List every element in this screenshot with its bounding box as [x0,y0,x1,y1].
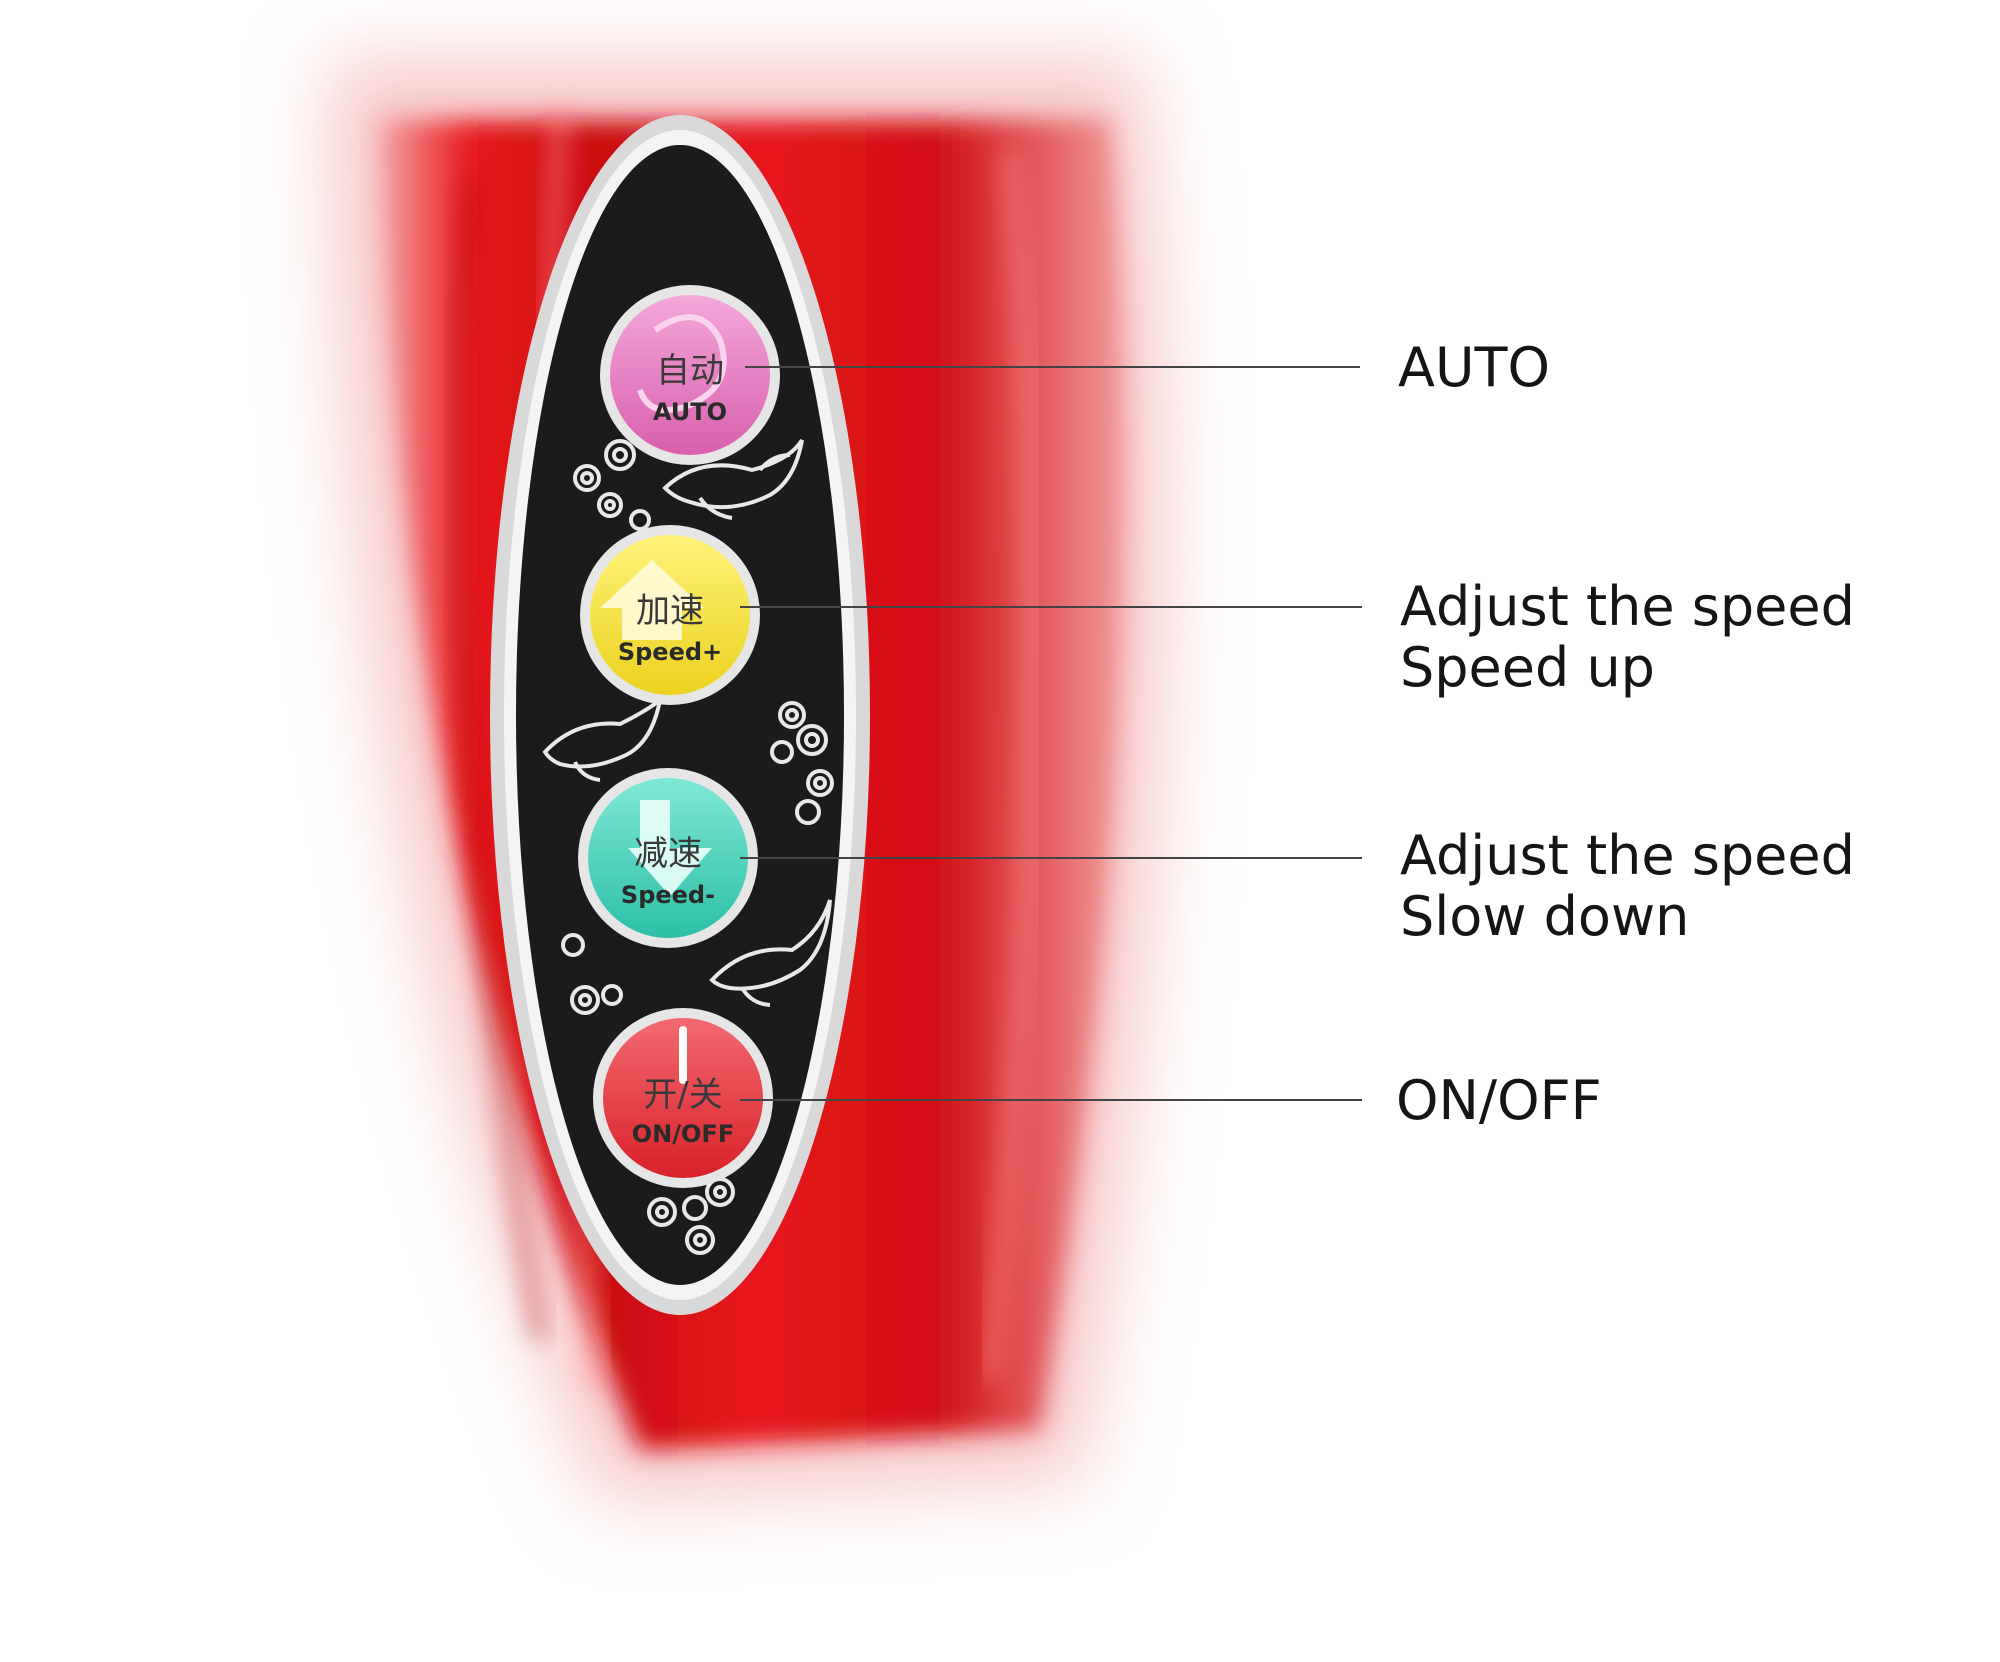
speed-up-cn-label: 加速 [636,591,704,631]
callout-slow-down-line2: Slow down [1400,885,1689,948]
slow-down-button[interactable]: 减速 Speed- [578,768,758,948]
dolphin-icon [662,438,804,520]
callout-auto: AUTO [1398,336,1550,399]
speed-up-en-label: Speed+ [618,638,722,666]
callout-speed-up-line1: Adjust the speed [1400,575,1855,638]
slow-down-cn-label: 减速 [634,834,702,874]
dolphin-icon [542,694,664,782]
callout-slow-down-line1: Adjust the speed [1400,824,1855,887]
callout-speed-up-line2: Speed up [1400,636,1655,699]
auto-en-label: AUTO [653,398,727,426]
swirl-icon [637,314,727,413]
dolphin-icon [709,899,832,1007]
callout-labels: AUTO Adjust the speed Speed up Adjust th… [1396,336,1855,1132]
bubbles-icon [561,439,834,1255]
auto-button[interactable]: 自动 AUTO [600,285,780,465]
speed-up-button[interactable]: 加速 Speed+ [580,525,760,705]
up-arrow-icon [600,560,704,640]
power-cn-label: 开/关 [643,1075,722,1115]
power-button[interactable]: 开/关 ON/OFF [593,1008,773,1188]
power-en-label: ON/OFF [632,1120,734,1148]
callout-lines [740,366,1362,1101]
slow-down-en-label: Speed- [621,881,715,909]
callout-power: ON/OFF [1396,1069,1602,1132]
auto-cn-label: 自动 [656,351,724,391]
down-arrow-icon [628,800,712,896]
